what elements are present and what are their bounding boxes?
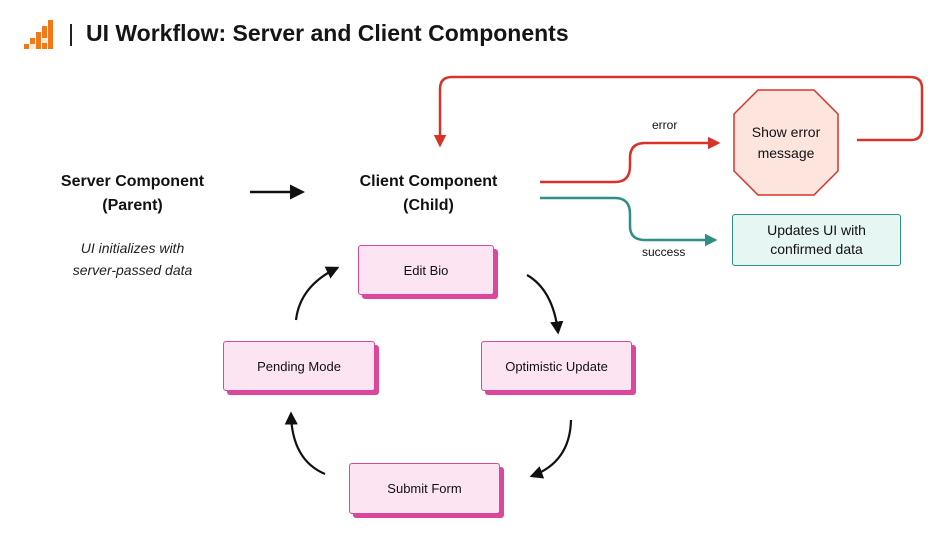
client-component-subtitle: (Child) — [403, 197, 454, 214]
caption-line-1: UI initializes with — [80, 240, 185, 256]
cycle-arrow-optimistic-to-submit — [529, 419, 573, 479]
error-octagon-shape — [733, 89, 839, 196]
server-component-subtitle: (Parent) — [102, 197, 163, 214]
error-loop-arrow — [433, 75, 924, 148]
cycle-step-edit-bio: Edit Bio — [358, 245, 494, 295]
cycle-arrow-pending-to-editbio — [294, 266, 340, 321]
cycle-arrow-submit-to-pending — [284, 411, 326, 476]
cycle-step-submit-form: Submit Form — [349, 463, 500, 514]
error-arrow — [540, 136, 721, 184]
success-node: Updates UI with confirmed data — [732, 214, 901, 266]
title-separator — [70, 24, 72, 46]
error-node: Show error message — [732, 122, 840, 164]
error-node-line-1: Show error — [751, 124, 821, 140]
error-edge-label: error — [652, 118, 678, 132]
cycle-step-optimistic-update: Optimistic Update — [481, 341, 632, 391]
cycle-step-pending-mode: Pending Mode — [223, 341, 375, 391]
page-title: UI Workflow: Server and Client Component… — [86, 20, 569, 46]
error-node-line-2: message — [757, 145, 815, 161]
success-node-line-2: confirmed data — [770, 241, 863, 257]
success-node-line-1: Updates UI with — [767, 222, 866, 238]
server-component-caption: UI initializes with server-passed data — [40, 237, 225, 281]
bar-chart-logo-icon — [24, 20, 53, 49]
server-component-node: Server Component (Parent) — [40, 170, 225, 218]
server-component-title: Server Component — [60, 173, 205, 190]
success-edge-label: success — [642, 245, 686, 259]
client-component-node: Client Component (Child) — [336, 170, 521, 218]
success-arrow — [540, 196, 718, 247]
caption-line-2: server-passed data — [72, 262, 193, 278]
client-component-title: Client Component — [359, 173, 498, 190]
cycle-arrow-editbio-to-optimistic — [526, 274, 564, 335]
